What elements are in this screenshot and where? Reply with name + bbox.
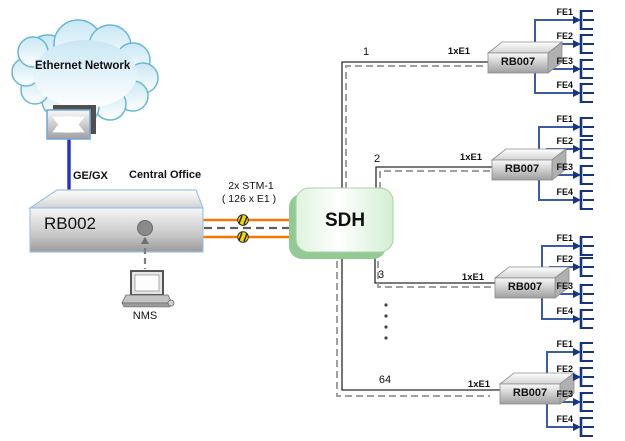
- fe-port-label: FE1: [556, 114, 573, 124]
- e1-trunk-lines: [336, 61, 500, 397]
- fe-terminal-icon: [571, 137, 596, 161]
- rb007-branch-1: [486, 8, 596, 105]
- rb007-branch-3: [493, 234, 596, 331]
- fe-terminal-icon: [571, 8, 596, 32]
- switch-icon: [46, 105, 96, 140]
- branch-2-index: 2: [373, 153, 381, 165]
- fiber-attenuator-icon: [236, 230, 250, 244]
- fe-port-label: FE4: [556, 187, 573, 197]
- fe-port-label: FE1: [556, 233, 573, 243]
- ge-gx-label: GE/GX: [73, 170, 108, 182]
- stm1-label-line2: ( 126 x E1 ): [221, 193, 277, 205]
- fe-port-label: FE4: [556, 306, 573, 316]
- fe-port-label: FE2: [556, 136, 573, 146]
- fe-terminal-icon: [571, 365, 596, 389]
- branch-3-e1-label: 1xE1: [461, 272, 485, 283]
- fe-port-label: FE3: [556, 56, 573, 66]
- fe-port-label: FE1: [556, 7, 573, 17]
- fe-terminal-icon: [571, 282, 596, 306]
- stm1-label-line1: 2x STM-1: [228, 180, 274, 192]
- fe-port-label: FE3: [556, 389, 573, 399]
- branch-2-e1-label: 1xE1: [459, 152, 483, 163]
- branch-3-device-label: RB007: [507, 281, 543, 293]
- fe-port-label: FE4: [556, 80, 573, 90]
- fe-terminal-icon: [571, 255, 596, 279]
- rb002-label: RB002: [44, 214, 96, 233]
- fe-terminal-icon: [571, 390, 596, 414]
- fe-terminal-icon: [571, 340, 596, 364]
- rb002-box: [28, 189, 204, 253]
- fe-port-label: FE3: [556, 281, 573, 291]
- branch-3-index: 3: [377, 269, 385, 281]
- fe-port-label: FE3: [556, 162, 573, 172]
- rb007-branch-2: [490, 115, 596, 212]
- cloud-label: Ethernet Network: [35, 60, 131, 72]
- branch-64-index: 64: [378, 374, 392, 386]
- management-port-icon: [137, 220, 153, 244]
- central-office-label: Central Office: [129, 169, 202, 181]
- fe-port-label: FE1: [556, 339, 573, 349]
- fe-terminal-icon: [571, 188, 596, 212]
- nms-label: NMS: [132, 310, 158, 322]
- branch-1-device-label: RB007: [500, 56, 536, 68]
- stm1-fiber-links: [200, 213, 298, 244]
- sdh-label: SDH: [324, 210, 366, 231]
- branch-64-device-label: RB007: [512, 387, 548, 399]
- fe-port-label: FE2: [556, 254, 573, 264]
- fe-terminal-icon: [571, 115, 596, 139]
- branch-64-e1-label: 1xE1: [467, 379, 491, 390]
- fe-terminal-icon: [571, 57, 596, 81]
- branch-2-device-label: RB007: [504, 163, 540, 175]
- fe-port-label: FE2: [556, 364, 573, 374]
- fe-terminal-icon: [571, 81, 596, 105]
- fiber-attenuator-icon: [236, 213, 250, 227]
- fe-terminal-icon: [571, 307, 596, 331]
- branch-1-index: 1: [362, 46, 370, 58]
- rb007-branch-64: [498, 340, 596, 439]
- fe-terminal-icon: [571, 415, 596, 439]
- fe-terminal-icon: [571, 32, 596, 56]
- sdh-box: [289, 187, 394, 259]
- branch-1-e1-label: 1xE1: [447, 46, 471, 57]
- nms-laptop-icon: [121, 270, 175, 308]
- fe-port-label: FE2: [556, 31, 573, 41]
- fe-terminal-icon: [571, 234, 596, 258]
- branch-ellipsis-dots: [384, 303, 388, 340]
- fe-terminal-icon: [571, 163, 596, 187]
- fe-port-label: FE4: [556, 414, 573, 424]
